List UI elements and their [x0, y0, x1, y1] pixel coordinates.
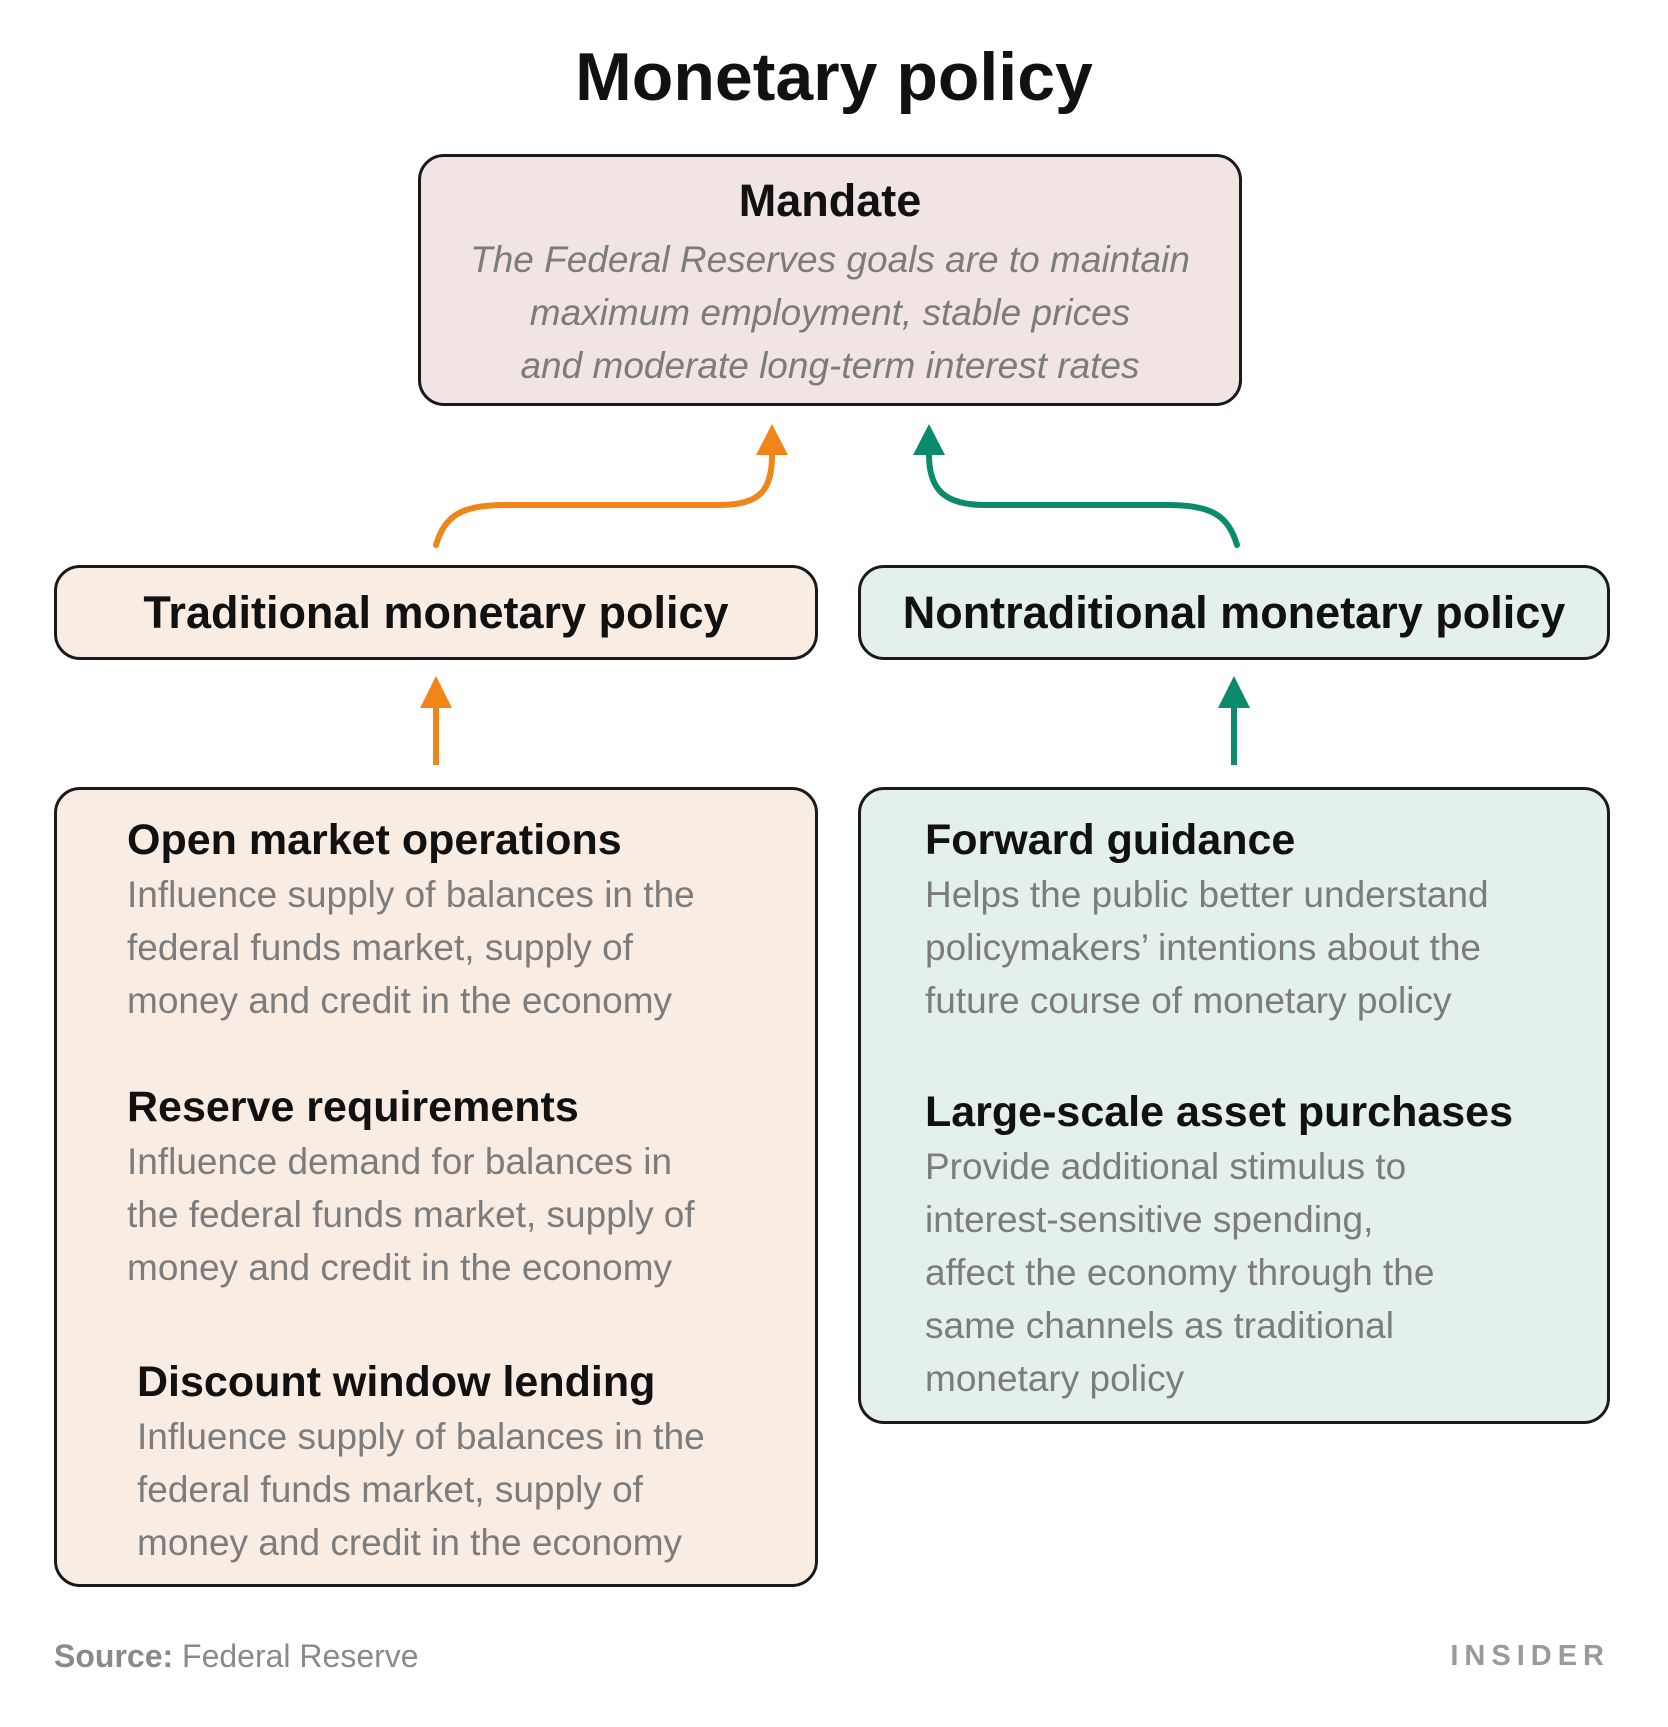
- tool-description-line: policymakers’ intentions about the: [925, 927, 1481, 968]
- mandate-line: The Federal Reserves goals are to mainta…: [470, 239, 1190, 280]
- tool-description-line: money and credit in the economy: [127, 1247, 673, 1288]
- nontraditional-to-mandate-arrowhead: [913, 424, 945, 455]
- mandate-box: Mandate The Federal Reserves goals are t…: [418, 154, 1242, 406]
- tool-description-line: interest-sensitive spending,: [925, 1199, 1374, 1240]
- traditional-tools-arrowhead: [420, 676, 452, 708]
- traditional-policy-box: Traditional monetary policy: [54, 565, 818, 660]
- tool-description: Helps the public better understand polic…: [925, 868, 1489, 1027]
- diagram-title: Monetary policy: [575, 39, 1093, 115]
- nontraditional-to-mandate-arrow: [926, 442, 1240, 548]
- tool-title: Discount window lending: [137, 1358, 656, 1406]
- tool-description: Provide additional stimulus to interest-…: [925, 1140, 1513, 1405]
- insider-logo: INSIDER: [1450, 1640, 1610, 1672]
- mandate-description: The Federal Reserves goals are to mainta…: [421, 233, 1239, 392]
- source-note: Source: Federal Reserve: [54, 1638, 419, 1675]
- source-text: Federal Reserve: [173, 1638, 419, 1674]
- tool-title: Forward guidance: [925, 816, 1296, 864]
- tool-large-scale-asset-purchases: Large-scale asset purchases Provide addi…: [925, 1086, 1513, 1405]
- traditional-to-mandate-arrowhead: [756, 424, 788, 455]
- traditional-tools-box: Open market operations Influence supply …: [54, 787, 818, 1587]
- tool-discount-window-lending: Discount window lending Influence supply…: [137, 1356, 705, 1569]
- tool-description-line: Influence demand for balances in: [127, 1141, 673, 1182]
- mandate-title: Mandate: [738, 175, 922, 226]
- tool-description-line: Helps the public better understand: [925, 874, 1489, 915]
- tool-description-line: money and credit in the economy: [137, 1522, 683, 1563]
- tool-description-line: Influence supply of balances in the: [137, 1416, 705, 1457]
- tool-reserve-requirements: Reserve requirements Influence demand fo…: [127, 1081, 695, 1294]
- tool-description-line: Influence supply of balances in the: [127, 874, 695, 915]
- nontraditional-tools-arrowhead: [1218, 676, 1250, 708]
- source-label: Source:: [54, 1638, 174, 1674]
- tool-forward-guidance: Forward guidance Helps the public better…: [925, 814, 1489, 1027]
- tool-description-line: the federal funds market, supply of: [127, 1194, 695, 1235]
- nontraditional-policy-label: Nontraditional monetary policy: [902, 586, 1566, 638]
- traditional-to-mandate-arrow: [433, 442, 775, 548]
- nontraditional-tools-box: Forward guidance Helps the public better…: [858, 787, 1610, 1424]
- tool-description-line: Provide additional stimulus to: [925, 1146, 1407, 1187]
- nontraditional-policy-box: Nontraditional monetary policy: [858, 565, 1610, 660]
- tool-description-line: affect the economy through the: [925, 1252, 1435, 1293]
- tool-description-line: money and credit in the economy: [127, 980, 673, 1021]
- tool-title: Open market operations: [127, 816, 622, 864]
- mandate-line: and moderate long-term interest rates: [520, 345, 1140, 386]
- tool-title: Reserve requirements: [127, 1083, 579, 1131]
- tool-title: Large-scale asset purchases: [925, 1088, 1513, 1136]
- tool-description: Influence demand for balances in the fed…: [127, 1135, 695, 1294]
- tool-open-market-operations: Open market operations Influence supply …: [127, 814, 695, 1027]
- tool-description-line: federal funds market, supply of: [127, 927, 633, 968]
- traditional-policy-label: Traditional monetary policy: [143, 586, 729, 638]
- tool-description-line: monetary policy: [925, 1358, 1185, 1399]
- tool-description-line: future course of monetary policy: [925, 980, 1452, 1021]
- mandate-line: maximum employment, stable prices: [529, 292, 1131, 333]
- tool-description-line: federal funds market, supply of: [137, 1469, 643, 1510]
- tool-description: Influence supply of balances in the fede…: [137, 1410, 705, 1569]
- tool-description-line: same channels as traditional: [925, 1305, 1394, 1346]
- tool-description: Influence supply of balances in the fede…: [127, 868, 695, 1027]
